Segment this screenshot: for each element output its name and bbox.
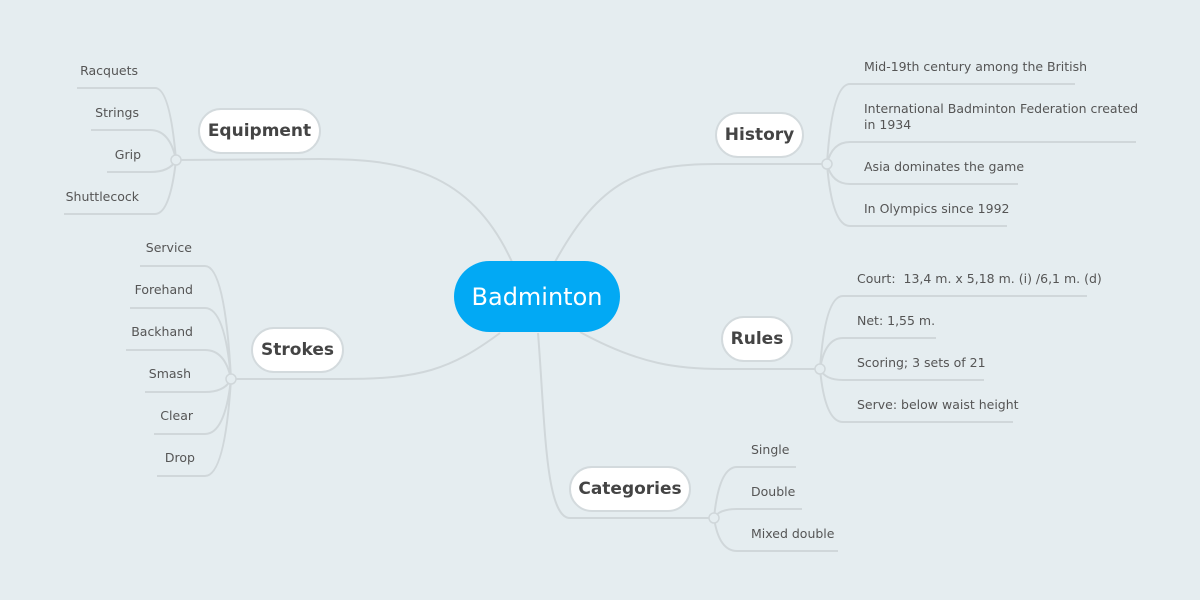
collapse-toggle-history	[821, 158, 833, 170]
collapse-toggle-equipment	[170, 154, 182, 166]
leaf-history[interactable]: Mid-19th century among the British	[864, 59, 1088, 74]
connector-rules	[579, 331, 820, 370]
leaf-strokes[interactable]: Clear	[160, 408, 193, 423]
leaf-strokes[interactable]: Drop	[164, 450, 195, 465]
leaf-rules[interactable]: Court: 13,4 m. x 5,18 m. (i) /6,1 m. (d)	[857, 271, 1102, 286]
topic-rules[interactable]: Rules	[721, 316, 793, 362]
topic-categories[interactable]: Categories	[569, 466, 691, 512]
connector-equipment	[175, 157, 513, 263]
central-topic[interactable]: Badminton	[454, 261, 620, 332]
leaf-rules[interactable]: Scoring; 3 sets of 21	[857, 355, 986, 370]
topic-strokes[interactable]: Strokes	[251, 327, 344, 373]
topic-history[interactable]: History	[715, 112, 804, 158]
leaf-rules[interactable]: Net: 1,55 m.	[857, 313, 936, 328]
leaf-rules[interactable]: Serve: below waist height	[857, 397, 1019, 412]
leaf-history[interactable]: Asia dominates the game	[864, 159, 1025, 174]
connector-strokes	[231, 332, 501, 380]
leaf-history[interactable]: In Olympics since 1992	[864, 201, 1010, 216]
leaf-strokes[interactable]: Backhand	[131, 324, 193, 339]
leaf-strokes[interactable]: Forehand	[134, 282, 193, 297]
leaf-strokes[interactable]: Smash	[148, 366, 191, 381]
leaf-strokes[interactable]: Service	[145, 240, 192, 255]
leaf-equipment[interactable]: Grip	[114, 147, 141, 162]
leaf-categories[interactable]: Mixed double	[751, 526, 835, 541]
topic-equipment[interactable]: Equipment	[198, 108, 321, 154]
leaf-equipment[interactable]: Shuttlecock	[65, 189, 139, 204]
collapse-toggle-strokes	[225, 373, 237, 385]
connector-history	[554, 163, 827, 263]
leaf-equipment[interactable]: Racquets	[80, 63, 138, 78]
leaf-equipment[interactable]: Strings	[95, 105, 139, 120]
collapse-toggle-rules	[814, 363, 826, 375]
connector-categories	[537, 332, 714, 519]
collapse-toggle-categories	[708, 512, 720, 524]
leaf-categories[interactable]: Single	[751, 442, 790, 457]
leaf-categories[interactable]: Double	[751, 484, 796, 499]
leaf-history[interactable]: International Badminton Federation creat…	[864, 101, 1139, 132]
